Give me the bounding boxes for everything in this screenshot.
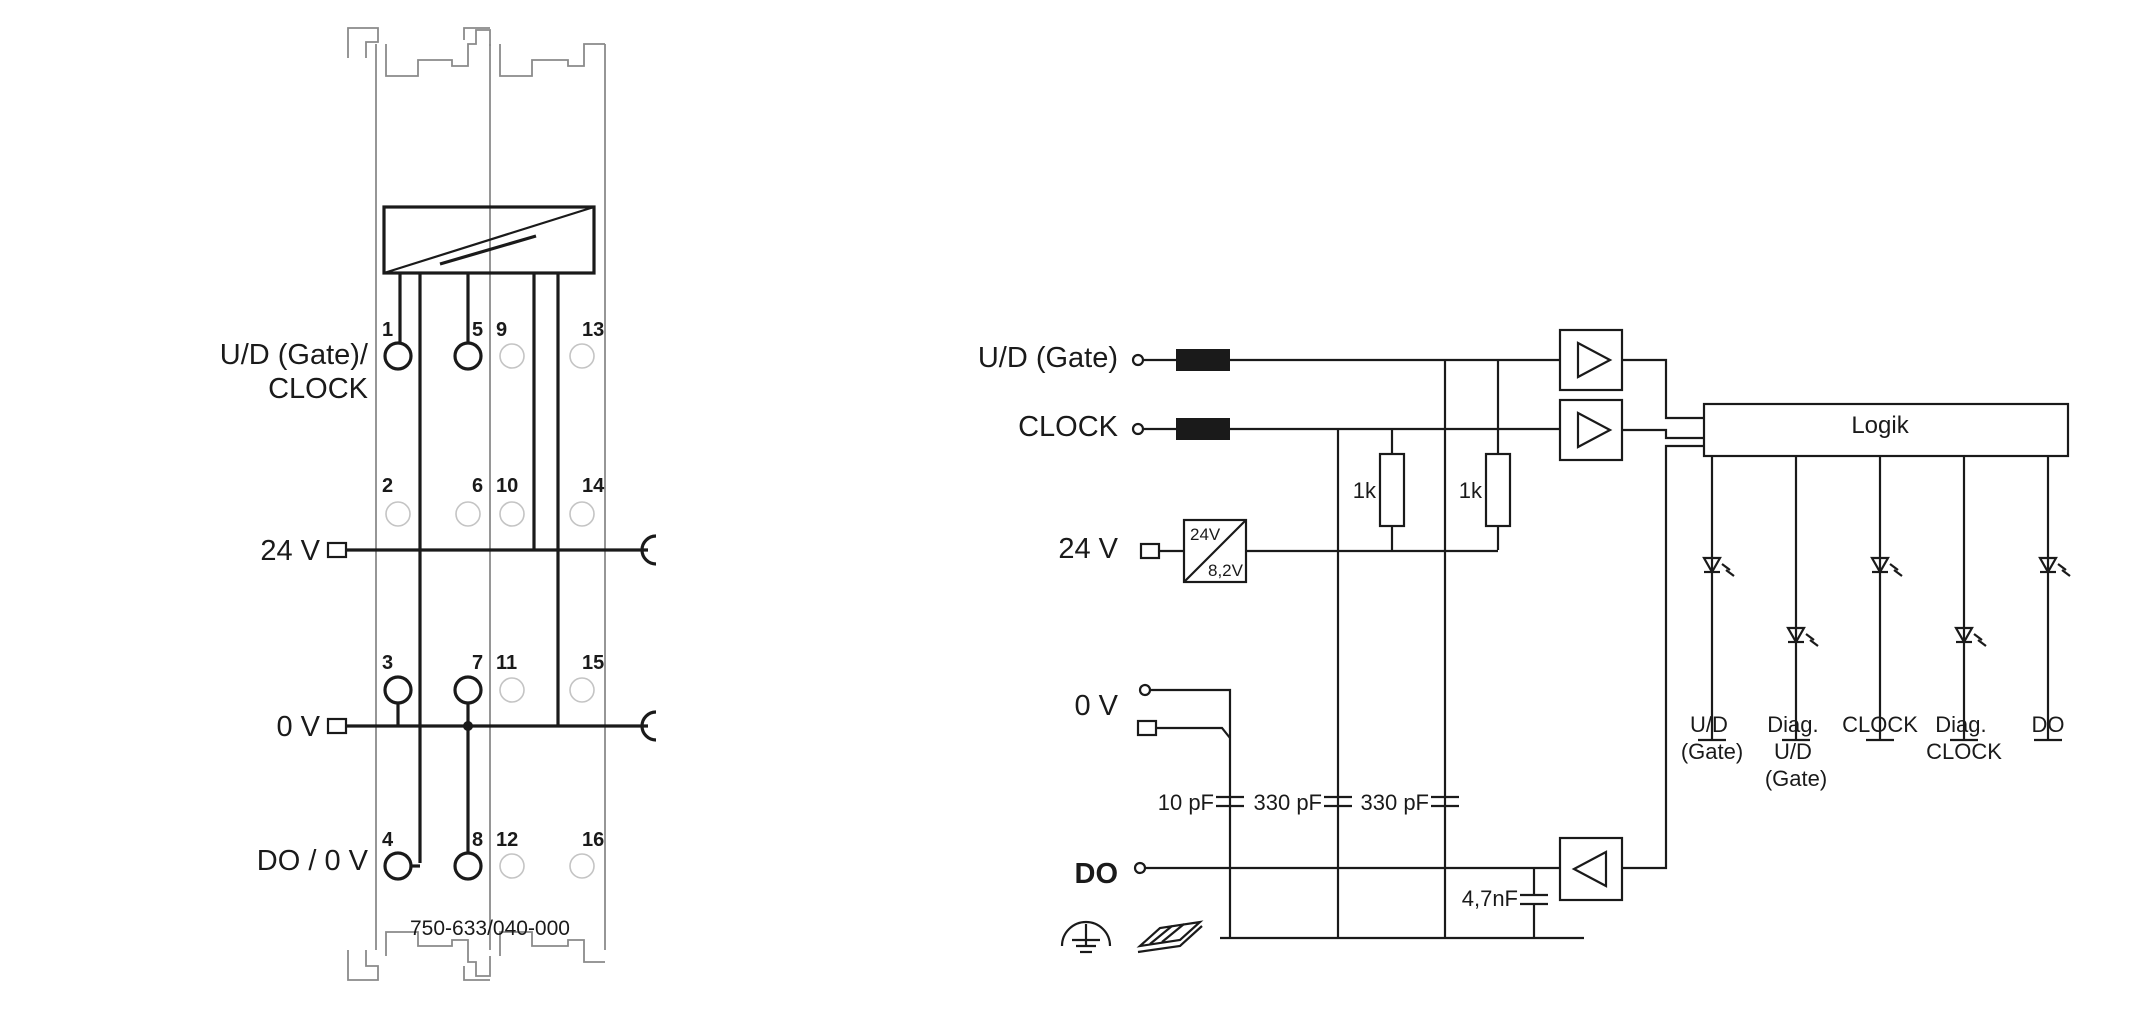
terminal-1 (383, 341, 413, 371)
schematic: U/D (Gate) CLOCK 24 V 0 V DO Logik (978, 328, 2071, 954)
ferrite-filter (1176, 349, 1230, 371)
led-label: Diag. U/D (Gate) (1765, 712, 1827, 791)
terminal-5 (453, 341, 483, 371)
electronics-box (382, 205, 596, 275)
terminal-4 (383, 851, 413, 881)
converter-output-label: 8,2V (1208, 561, 1244, 580)
resistor-value: 1k (1353, 478, 1377, 503)
capacitor-value: 4,7nF (1462, 886, 1518, 911)
terminal-number: 3 (382, 652, 393, 674)
terminal-number: 8 (472, 829, 483, 851)
terminal-number: 11 (496, 652, 517, 674)
led-icon (1954, 626, 1987, 647)
terminal-number: 9 (496, 319, 507, 341)
label-ud-gate: U/D (Gate)/ (220, 339, 369, 371)
terminal-3 (383, 675, 413, 705)
terminal-number: 12 (496, 829, 518, 851)
terminal-8 (453, 851, 483, 881)
terminal-number: 13 (582, 319, 604, 341)
ground-icon (1060, 920, 1112, 954)
model-number: 750-633/040-000 (410, 917, 570, 940)
resistor-value: 1k (1459, 478, 1483, 503)
terminal-number: 15 (582, 652, 604, 674)
terminal-number: 10 (496, 475, 518, 497)
input-24v-label: 24 V (1058, 533, 1118, 565)
label-clock: CLOCK (268, 373, 369, 405)
terminal-7 (453, 675, 483, 705)
led-column (1698, 456, 2062, 742)
resistor (1484, 452, 1512, 528)
led-icon (2038, 556, 2071, 577)
terminal-number: 6 (472, 475, 483, 497)
label-24v: 24 V (260, 535, 320, 567)
din-rail-icon (1136, 920, 1204, 954)
led-icon (1786, 626, 1819, 647)
converter-input-label: 24V (1190, 525, 1221, 544)
led-label: CLOCK (1842, 712, 1918, 737)
input-clock-label: CLOCK (1018, 411, 1119, 443)
terminal-number: 16 (582, 829, 604, 851)
input-do-label: DO (1075, 858, 1119, 890)
input-buffer (1558, 328, 1624, 392)
led-label: DO (2032, 712, 2065, 737)
terminal-number: 7 (472, 652, 483, 674)
logic-block (1702, 402, 2070, 458)
capacitor-value: 330 pF (1361, 790, 1430, 815)
terminal-number: 5 (472, 319, 483, 341)
terminal-number: 4 (382, 829, 394, 851)
led-label: Diag. CLOCK (1926, 712, 2002, 764)
terminal-number: 1 (382, 319, 393, 341)
input-buffer (1558, 398, 1624, 462)
input-0v-label: 0 V (1074, 690, 1118, 722)
input-ud-gate-label: U/D (Gate) (978, 342, 1118, 374)
capacitor-value: 330 pF (1254, 790, 1323, 815)
label-0v: 0 V (276, 711, 320, 743)
terminal-number: 14 (582, 475, 605, 497)
led-label: U/D (Gate) (1681, 712, 1743, 764)
logic-label: Logik (1851, 412, 1909, 439)
capacitor-value: 10 pF (1158, 790, 1214, 815)
output-driver (1558, 836, 1624, 902)
ferrite-filter (1176, 418, 1230, 440)
resistor (1378, 452, 1406, 528)
terminal-block: 1 2 3 4 5 6 7 8 9 10 11 12 13 14 15 16 U… (220, 27, 657, 981)
led-icon (1702, 556, 1735, 577)
label-do-0v: DO / 0 V (257, 845, 369, 877)
led-icon (1870, 556, 1903, 577)
terminal-number: 2 (382, 475, 393, 497)
